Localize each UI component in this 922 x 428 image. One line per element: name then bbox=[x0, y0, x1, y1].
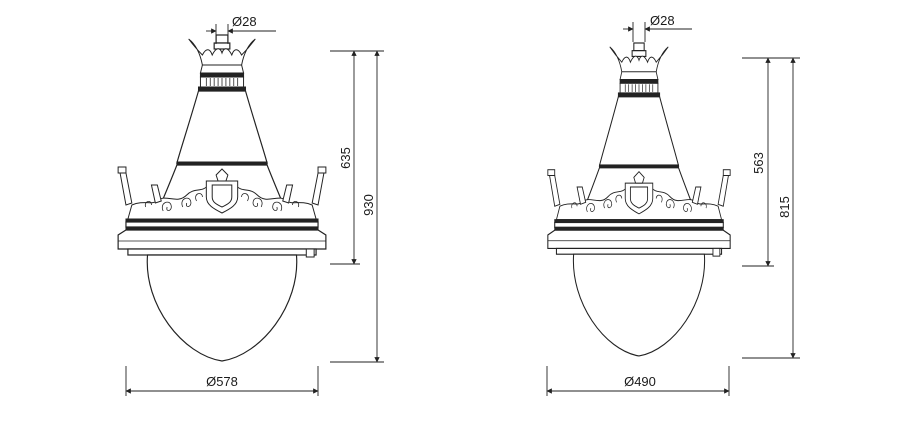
dimension-heights-large: 635 930 bbox=[330, 50, 384, 363]
dimension-top-diameter-small: Ø28 bbox=[623, 13, 692, 42]
label-total-height-small: 815 bbox=[777, 196, 792, 218]
label-top-diameter-large: Ø28 bbox=[232, 14, 257, 29]
lantern-outline-small bbox=[547, 42, 731, 357]
label-top-diameter-small: Ø28 bbox=[650, 13, 675, 28]
lantern-outline-large bbox=[117, 34, 327, 362]
lantern-drawing-small: Ø28 563 815 Ø490 bbox=[546, 13, 800, 396]
dimension-heights-small: 563 815 bbox=[742, 57, 800, 359]
dimension-bottom-diameter-small: Ø490 bbox=[546, 366, 730, 396]
lantern-drawing-large: Ø28 635 930 Ø578 bbox=[117, 14, 384, 396]
label-body-height-large: 635 bbox=[338, 147, 353, 169]
dimension-top-diameter-large: Ø28 bbox=[206, 14, 276, 44]
label-bottom-diameter-large: Ø578 bbox=[206, 374, 238, 389]
label-total-height-large: 930 bbox=[361, 194, 376, 216]
label-body-height-small: 563 bbox=[751, 152, 766, 174]
dimension-bottom-diameter-large: Ø578 bbox=[125, 366, 319, 396]
label-bottom-diameter-small: Ø490 bbox=[624, 374, 656, 389]
